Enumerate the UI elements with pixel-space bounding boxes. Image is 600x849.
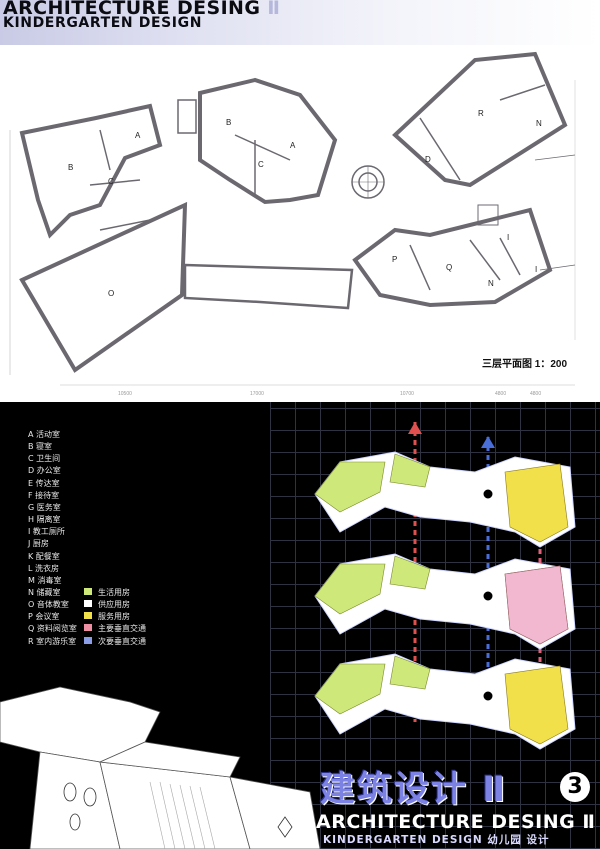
svg-text:R: R [478, 109, 484, 118]
legend-room-item: P 会议室 [28, 612, 60, 622]
svg-text:Q: Q [446, 263, 452, 272]
legend-room-item: Q 资料阅览室 [28, 624, 77, 634]
plan-caption: 三层平面图 1：200 [482, 359, 568, 370]
legend-function-label: 生活用房 [98, 587, 130, 597]
third-floor-plan: A B C A B C R N D P Q N I I O 10500 1700… [9, 51, 576, 397]
legend-room-item: A 活动室 [28, 430, 61, 439]
wall-left-wing [19, 103, 163, 239]
svg-text:C: C [258, 160, 264, 169]
legend-function-item: 次要垂直交通 [84, 636, 146, 647]
svg-text:4800: 4800 [530, 391, 541, 397]
legend-swatch [84, 612, 92, 620]
svg-text:N: N [488, 279, 494, 288]
header-title-text: ARCHITECTURE DESING [3, 0, 261, 19]
legend-swatch [84, 624, 92, 632]
analysis-sheet: A 活动室 B 寝室 C 卫生间 D 办公室 E 传达室 F 接待室 G 医务室 H 隔离室 I… [0, 402, 600, 849]
legend-function-label: 供应用房 [98, 600, 130, 610]
svg-text:B: B [226, 118, 231, 127]
legend-room-item: N 储藏室 [28, 587, 61, 597]
brand-title-cn: 建筑设计 Ⅱ [320, 761, 507, 812]
wall-o-wing [19, 201, 188, 373]
header-title-number: Ⅱ [267, 0, 281, 19]
svg-text:A: A [290, 141, 296, 150]
legend-room-item: O 音体教室 [28, 600, 69, 610]
legend-room-item: H 隔离室 [28, 515, 61, 525]
svg-text:C: C [108, 177, 114, 186]
legend-function-label: 主要垂直交通 [98, 624, 146, 634]
svg-text:I: I [535, 265, 537, 274]
legend-swatch [84, 636, 92, 644]
legend-room-item: B 寝室 [28, 442, 53, 452]
svg-text:4800: 4800 [495, 391, 506, 397]
legend-room-item: C 卫生间 [28, 454, 61, 464]
floor-plan-sheet: ARCHITECTURE DESING Ⅱ KINDERGARTEN DESIG… [0, 0, 600, 402]
legend-room-item: F 接待室 [28, 490, 60, 500]
svg-text:D: D [425, 155, 431, 164]
legend-function-item: 生活用房 [84, 587, 130, 598]
legend-room-item: J 厨房 [28, 539, 49, 549]
legend-swatch [84, 587, 92, 595]
svg-text:I: I [507, 233, 509, 242]
legend-function-label: 服务用房 [98, 612, 130, 622]
svg-text:A: A [135, 131, 141, 140]
legend-room-item: M 消毒室 [28, 575, 62, 585]
legend-function-item: 服务用房 [84, 611, 130, 622]
perspective-sketch [0, 686, 321, 849]
wall-right-wing [392, 51, 568, 188]
brand-title-en-text: ARCHITECTURE DESING [316, 811, 576, 833]
svg-text:B: B [68, 163, 73, 172]
brand-title-en: ARCHITECTURE DESING Ⅱ [316, 811, 595, 833]
header-subtitle: KINDERGARTEN DESIGN [3, 15, 203, 31]
brand-title-cn-number: Ⅱ [482, 770, 508, 810]
floor-slab-2 [314, 553, 576, 650]
svg-text:10500: 10500 [118, 391, 132, 397]
wall-lower-right-wing [352, 207, 553, 308]
legend-room-item: I 教工厕所 [28, 527, 65, 537]
floor-slab-3 [314, 451, 576, 548]
legend-room-item: K 配餐室 [28, 551, 60, 561]
legend-function-item: 主要垂直交通 [84, 623, 146, 634]
legend-room-item: E 传达室 [28, 478, 60, 488]
legend-function-label: 次要垂直交通 [98, 636, 146, 646]
brand-title-cn-text: 建筑设计 [320, 770, 469, 810]
legend-swatch [84, 600, 92, 608]
wall-corridor [183, 263, 354, 310]
svg-text:O: O [108, 289, 114, 298]
header-title: ARCHITECTURE DESING Ⅱ [3, 0, 280, 19]
legend-room-item: L 洗衣房 [28, 563, 59, 573]
svg-text:N: N [536, 119, 542, 128]
svg-text:P: P [392, 255, 397, 264]
svg-text:17000: 17000 [250, 391, 264, 397]
axonometric-diagram [314, 422, 576, 750]
page-number-badge: 3 [560, 772, 590, 802]
wall-second-wing [198, 77, 338, 205]
brand-subtitle: KINDERGARTEN DESIGN 幼儿园 设计 [323, 834, 550, 846]
legend-room-item: D 办公室 [28, 466, 61, 476]
floor-slab-1 [314, 653, 576, 750]
legend-room-item: G 医务室 [28, 502, 61, 512]
legend-function-item: 供应用房 [84, 599, 130, 610]
legend-room-item: R 室内游乐室 [28, 636, 77, 646]
brand-title-en-number: Ⅱ [582, 811, 596, 833]
header-band [0, 0, 600, 45]
svg-text:10700: 10700 [400, 391, 414, 397]
